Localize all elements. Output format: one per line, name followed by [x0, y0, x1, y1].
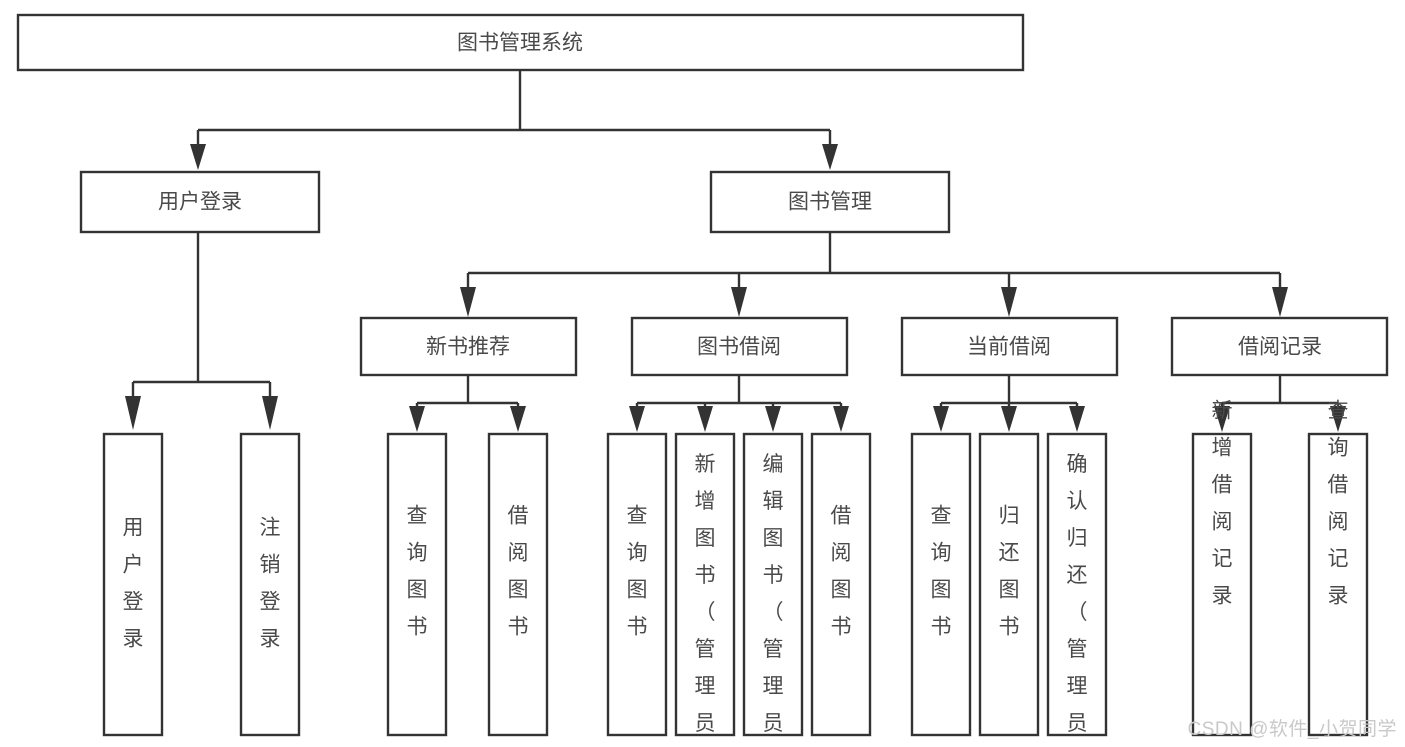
arrow-borrow-records-leaf0	[1214, 406, 1230, 432]
node-book-borrow-label: 图书借阅	[697, 336, 781, 359]
leaf-user-login-0-box[interactable]	[102, 432, 164, 737]
leaf-node[interactable]: 注销登录	[239, 432, 301, 737]
node-borrow-records-box[interactable]	[1170, 316, 1389, 377]
connector-group-user-login	[125, 232, 278, 430]
node-user-login-label: 用户登录	[158, 191, 242, 214]
arrow-root-to-user-login	[190, 144, 206, 170]
leaf-node[interactable]: 借阅图书	[810, 432, 872, 737]
connector-group-new-book	[409, 375, 526, 432]
leaf-current-borrow-1-label: 归还图书	[999, 505, 1020, 639]
leaf-book-borrow-3-box[interactable]	[810, 432, 872, 737]
leaf-book-borrow-2-box[interactable]	[742, 432, 804, 737]
connector-group-book-borrow	[629, 375, 849, 432]
leaf-current-borrow-1-box[interactable]	[978, 432, 1040, 737]
arrow-new-book-leaf1	[510, 406, 526, 432]
arrow-current-borrow-leaf0	[933, 406, 949, 432]
csdn-watermark: CSDN @软件_小贺同学	[1187, 719, 1397, 740]
leaf-book-borrow-0-box[interactable]	[606, 432, 668, 737]
node-borrow-records-label: 借阅记录	[1238, 336, 1322, 359]
leaf-current-borrow-2-box[interactable]	[1046, 432, 1108, 737]
arrow-book-borrow-leaf0	[629, 406, 645, 432]
leaf-node[interactable]: 查询图书	[606, 432, 668, 737]
node-borrow-records[interactable]: 借阅记录	[1170, 316, 1389, 377]
arrow-user-login-leaf1	[262, 396, 278, 430]
connector-group-borrow-records	[1214, 375, 1346, 432]
leaf-user-login-1-label: 注销登录	[260, 517, 281, 651]
leaf-node[interactable]: 确认归还（管理员）	[1046, 432, 1108, 747]
leaf-node[interactable]: 编辑图书（管理员）	[742, 432, 804, 747]
arrow-root-to-book-mgmt	[822, 144, 838, 170]
node-current-borrow-label: 当前借阅	[967, 336, 1051, 359]
leaf-node[interactable]: 查询借阅记录	[1307, 400, 1369, 737]
arrow-book-mgmt-c1	[731, 287, 747, 317]
leaf-book-borrow-2-label: 编辑图书（管理员）	[763, 453, 784, 747]
leaf-node[interactable]: 查询图书	[910, 432, 972, 737]
arrow-new-book-leaf0	[409, 406, 425, 432]
node-book-mgmt[interactable]: 图书管理	[709, 170, 951, 234]
leaf-borrow-records-0-box[interactable]	[1191, 432, 1253, 737]
leaf-new-book-0-box[interactable]	[386, 432, 448, 737]
connector-group-book-mgmt	[460, 232, 1288, 317]
leaf-node[interactable]: 借阅图书	[487, 432, 549, 737]
leaf-node[interactable]: 查询图书	[386, 432, 448, 737]
node-user-login[interactable]: 用户登录	[79, 170, 321, 234]
node-root[interactable]: 图书管理系统	[16, 13, 1025, 72]
arrow-book-mgmt-c2	[1001, 287, 1017, 317]
leaf-new-book-0-label: 查询图书	[407, 505, 428, 639]
node-new-book-recommend[interactable]: 新书推荐	[359, 316, 578, 377]
node-book-borrow-box[interactable]	[630, 316, 849, 377]
leaf-borrow-records-1-label: 查询借阅记录	[1328, 400, 1349, 608]
arrow-current-borrow-leaf2	[1069, 406, 1085, 432]
node-user-login-box[interactable]	[79, 170, 321, 234]
leaf-book-borrow-1-box[interactable]	[674, 432, 736, 737]
node-root-box[interactable]	[16, 13, 1025, 72]
leaf-book-borrow-3-label: 借阅图书	[831, 505, 852, 639]
node-current-borrow-box[interactable]	[900, 316, 1119, 377]
node-book-mgmt-box[interactable]	[709, 170, 951, 234]
leaf-new-book-1-label: 借阅图书	[508, 505, 529, 639]
arrow-book-borrow-leaf1	[697, 406, 713, 432]
leaf-borrow-records-0-label: 新增借阅记录	[1212, 400, 1233, 608]
leaf-book-borrow-1-label: 新增图书（管理员）	[695, 453, 716, 747]
leaf-current-borrow-2-label: 确认归还（管理员）	[1067, 453, 1088, 747]
node-book-mgmt-label: 图书管理	[788, 191, 872, 214]
node-new-book-recommend-label: 新书推荐	[426, 336, 510, 359]
leaf-user-login-1-box[interactable]	[239, 432, 301, 737]
leaf-node[interactable]: 新增借阅记录	[1191, 400, 1253, 737]
node-root-label: 图书管理系统	[457, 32, 583, 55]
arrow-borrow-records-leaf1	[1330, 406, 1346, 432]
leaf-node[interactable]: 归还图书	[978, 432, 1040, 737]
arrow-book-mgmt-c0	[460, 287, 476, 317]
arrow-user-login-leaf0	[125, 396, 141, 430]
leaf-node[interactable]: 用户登录	[102, 432, 164, 737]
leaf-new-book-1-box[interactable]	[487, 432, 549, 737]
arrow-book-mgmt-c3	[1272, 287, 1288, 317]
leaf-borrow-records-1-box[interactable]	[1307, 432, 1369, 737]
leaf-current-borrow-0-label: 查询图书	[931, 505, 952, 639]
node-current-borrow[interactable]: 当前借阅	[900, 316, 1119, 377]
arrow-book-borrow-leaf2	[765, 406, 781, 432]
arrow-current-borrow-leaf1	[1001, 406, 1017, 432]
connector-group-root	[190, 70, 838, 170]
leaf-current-borrow-0-box[interactable]	[910, 432, 972, 737]
leaf-user-login-0-label: 用户登录	[123, 517, 144, 651]
leaf-node[interactable]: 新增图书（管理员）	[674, 432, 736, 747]
connector-group-current-borrow	[933, 375, 1085, 432]
node-book-borrow[interactable]: 图书借阅	[630, 316, 849, 377]
arrow-book-borrow-leaf3	[833, 406, 849, 432]
node-new-book-recommend-box[interactable]	[359, 316, 578, 377]
leaf-book-borrow-0-label: 查询图书	[627, 505, 648, 639]
